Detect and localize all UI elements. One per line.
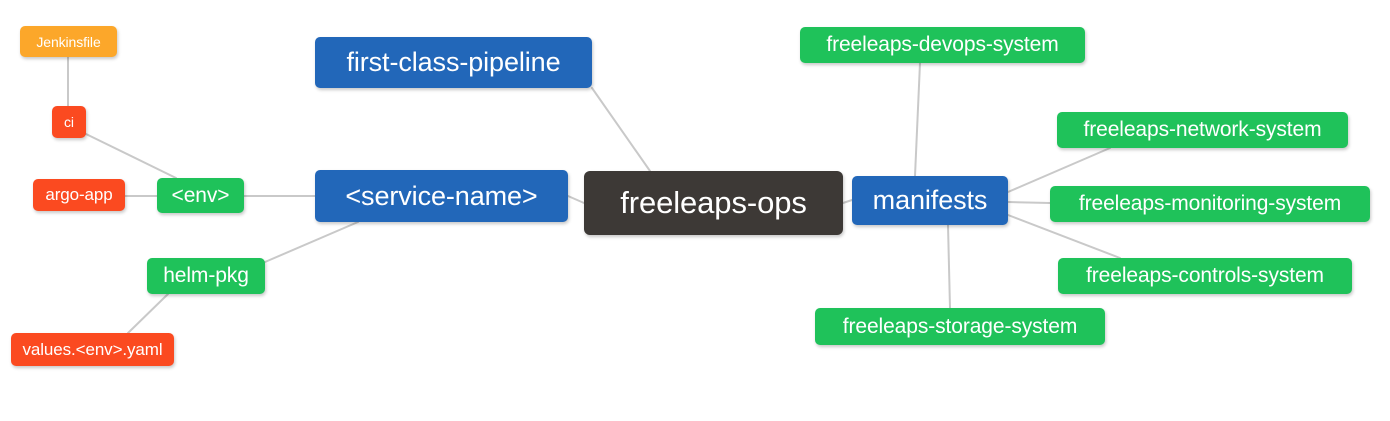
mindmap-node-values-env-yaml[interactable]: values.<env>.yaml [11,333,174,366]
mindmap-node-manifests[interactable]: manifests [852,176,1008,225]
edge-env-to-ci [85,133,177,179]
mindmap-node-freeleaps-ops[interactable]: freeleaps-ops [584,171,843,235]
mindmap-node-first-class-pipeline[interactable]: first-class-pipeline [315,37,592,88]
mindmap-node-argo-app[interactable]: argo-app [33,179,125,211]
mindmap-node-ci[interactable]: ci [52,106,86,138]
mindmap-node-helm-pkg[interactable]: helm-pkg [147,258,265,294]
mindmap-node-service-name[interactable]: <service-name> [315,170,568,222]
edge-manifests-to-freeleaps-monitoring-system [1007,201,1051,204]
mindmap-node-env[interactable]: <env> [157,178,244,213]
edge-manifests-to-freeleaps-storage-system [947,224,951,309]
edge-service-name-to-helm-pkg [264,221,359,263]
mindmap-node-freeleaps-monitoring-system[interactable]: freeleaps-monitoring-system [1050,186,1370,222]
mindmap-node-freeleaps-controls-system[interactable]: freeleaps-controls-system [1058,258,1352,294]
mindmap-node-freeleaps-network-system[interactable]: freeleaps-network-system [1057,112,1348,148]
edge-manifests-to-freeleaps-devops-system [914,62,921,177]
edge-freeleaps-ops-to-first-class-pipeline [591,87,651,172]
edge-freeleaps-ops-to-manifests [842,199,853,204]
mindmap-node-jenkinsfile[interactable]: Jenkinsfile [20,26,117,57]
edge-freeleaps-ops-to-service-name [567,195,585,204]
edge-helm-pkg-to-values-env-yaml [127,293,169,334]
mindmap-node-freeleaps-storage-system[interactable]: freeleaps-storage-system [815,308,1105,345]
mindmap-node-freeleaps-devops-system[interactable]: freeleaps-devops-system [800,27,1085,63]
